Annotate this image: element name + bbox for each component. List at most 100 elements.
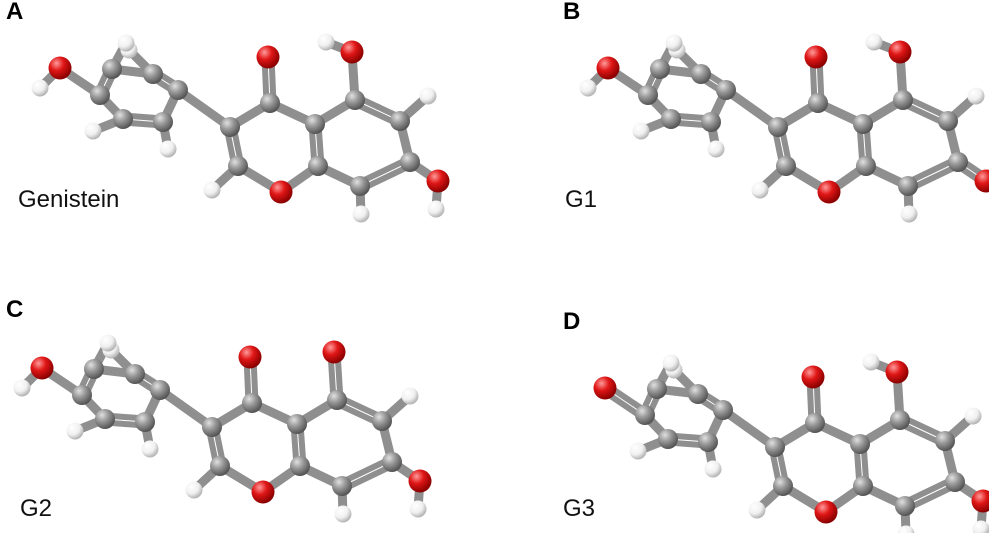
oxygen-atom (256, 45, 280, 69)
oxygen-atom (817, 180, 841, 204)
oxygen-atom (30, 356, 54, 380)
carbon-atom (688, 384, 708, 404)
carbon-atom (853, 476, 873, 496)
bond (718, 405, 780, 452)
hydrogen-atom (84, 122, 102, 140)
carbon-atom (898, 176, 918, 196)
bond (721, 85, 783, 132)
carbon-atom (382, 452, 402, 472)
oxygen-atom (269, 180, 293, 204)
hydrogen-atom (751, 181, 769, 199)
hydrogen-atom (352, 205, 370, 223)
molecule-name-genistein: Genistein (18, 186, 120, 213)
hydrogen-atom (419, 87, 437, 105)
hydrogen-atom (401, 387, 419, 405)
hydrogen-atom (900, 205, 918, 223)
carbon-atom (647, 379, 667, 399)
hydrogen-atom (13, 379, 31, 397)
carbon-atom (765, 437, 785, 457)
carbon-atom (935, 431, 955, 451)
carbon-atom (658, 429, 678, 449)
carbon-atom (153, 112, 173, 132)
carbon-atom (150, 380, 170, 400)
carbon-atom (701, 112, 721, 132)
carbon-atom (327, 390, 347, 410)
hydrogen-atom (964, 407, 982, 425)
hydrogen-atom (662, 354, 680, 372)
carbon-atom (143, 64, 163, 84)
carbon-atom (228, 156, 248, 176)
carbon-atom (948, 152, 968, 172)
oxygen-atom (974, 169, 989, 193)
carbon-atom (805, 413, 825, 433)
carbon-atom (350, 176, 370, 196)
carbon-atom (776, 156, 796, 176)
oxygen-atom (322, 340, 346, 364)
molecule-name-g2: G2 (20, 495, 53, 522)
carbon-atom (72, 385, 92, 405)
carbon-atom (113, 109, 133, 129)
carbon-atom (305, 114, 325, 134)
oxygen-atom (426, 169, 450, 193)
carbon-atom (168, 80, 188, 100)
carbon-atom (945, 472, 965, 492)
hydrogen-atom (99, 334, 117, 352)
hydrogen-atom (117, 34, 135, 52)
oxygen-atom (971, 489, 989, 513)
carbon-atom (372, 411, 392, 431)
carbon-atom (290, 456, 310, 476)
carbon-atom (242, 393, 262, 413)
oxygen-atom (801, 365, 825, 389)
carbon-atom (893, 90, 913, 110)
hydrogen-atom (334, 505, 352, 523)
carbon-atom (345, 90, 365, 110)
carbon-atom (135, 412, 155, 432)
oxygen-atom (251, 480, 275, 504)
hydrogen-atom (632, 122, 650, 140)
molecule-g3 (593, 353, 989, 533)
oxygen-atom (593, 376, 617, 400)
carbon-atom (332, 476, 352, 496)
hydrogen-atom (972, 520, 989, 533)
hydrogen-atom (862, 353, 880, 371)
hydrogen-atom (409, 500, 427, 518)
hydrogen-atom (141, 440, 159, 458)
molecule-name-g1: G1 (565, 186, 598, 213)
panel-letter-d: D (563, 308, 581, 335)
molecule-g2 (13, 334, 432, 523)
carbon-atom (400, 152, 420, 172)
hydrogen-atom (317, 33, 335, 51)
carbon-atom (287, 414, 307, 434)
hydrogen-atom (579, 79, 597, 97)
hydrogen-atom (707, 140, 725, 158)
carbon-atom (390, 111, 410, 131)
oxygen-atom (814, 500, 838, 524)
carbon-atom (202, 417, 222, 437)
molecule-g1 (579, 33, 989, 223)
molecule-genistein (31, 33, 450, 223)
carbon-atom (768, 117, 788, 137)
hydrogen-atom (704, 460, 722, 478)
carbon-atom (210, 456, 230, 476)
carbon-atom (691, 64, 711, 84)
oxygen-atom (888, 40, 912, 64)
carbon-atom (938, 111, 958, 131)
carbon-atom (856, 156, 876, 176)
carbon-atom (102, 59, 122, 79)
carbon-atom (635, 405, 655, 425)
bond (173, 85, 235, 132)
molecule-name-g3: G3 (563, 495, 596, 522)
hydrogen-atom (629, 442, 647, 460)
oxygen-atom (48, 56, 72, 80)
hydrogen-atom (427, 200, 445, 218)
hydrogen-atom (203, 181, 221, 199)
carbon-atom (308, 156, 328, 176)
carbon-atom (260, 93, 280, 113)
carbon-atom (890, 410, 910, 430)
hydrogen-atom (665, 34, 683, 52)
carbon-atom (90, 85, 110, 105)
oxygen-atom (408, 469, 432, 493)
hydrogen-atom (865, 33, 883, 51)
hydrogen-atom (967, 87, 985, 105)
